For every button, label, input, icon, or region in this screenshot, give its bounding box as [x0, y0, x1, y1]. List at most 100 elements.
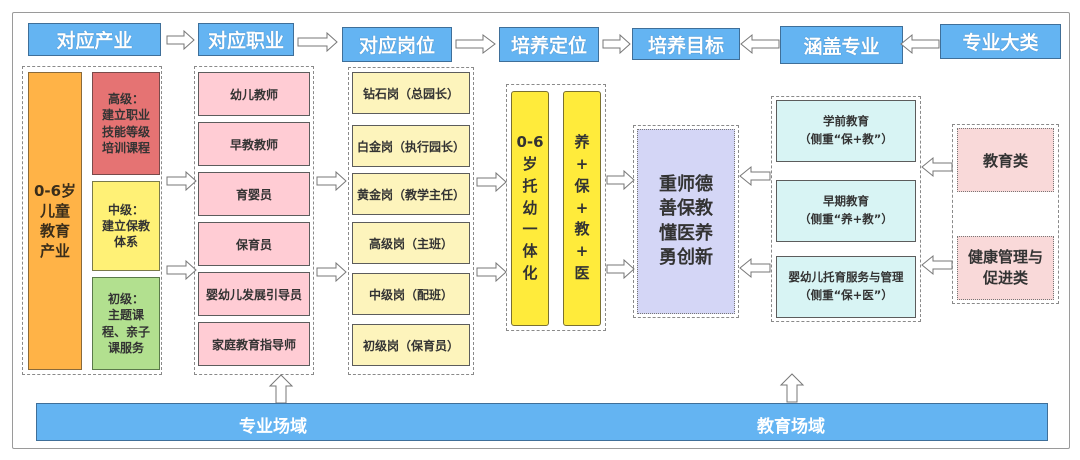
- arrow-left-icon: [739, 257, 771, 279]
- positioning-line: 一: [522, 220, 538, 239]
- industry-main-line: 儿童: [39, 201, 70, 220]
- category-line: 教育类: [982, 151, 1028, 170]
- level-line: 培训课程: [101, 140, 150, 155]
- positioning-line: 体: [522, 242, 538, 261]
- major-item: 婴幼儿托育服务与管理 （侧重“保+医”）: [776, 256, 916, 318]
- category-line: 促进类: [982, 269, 1028, 287]
- major-name: 早期教育: [823, 194, 869, 209]
- positioning-line: 保: [574, 176, 590, 195]
- arrow-up-icon: [779, 373, 805, 403]
- arrow-up-icon: [268, 374, 294, 404]
- header-industry: 对应产业: [28, 23, 161, 56]
- occupation-item: 保育员: [198, 222, 310, 266]
- position-item: 钻石岗（总园长）: [352, 72, 470, 114]
- category-line: 健康管理与: [967, 248, 1043, 266]
- field-education: 教育场域: [757, 417, 825, 437]
- header-category: 专业大类: [940, 24, 1061, 59]
- header-occupation: 对应职业: [198, 23, 294, 56]
- arrow-right-icon: [602, 33, 631, 55]
- occupation-item: 早教教师: [198, 122, 310, 166]
- industry-group: [22, 66, 162, 375]
- industry-main: 0-6岁 儿童 教育 产业: [28, 72, 82, 370]
- arrow-right-icon: [455, 34, 496, 54]
- arrow-right-icon: [316, 261, 347, 283]
- arrow-right-icon: [166, 29, 195, 51]
- position-item: 黄金岗（教学主任）: [352, 173, 470, 215]
- header-position: 对应岗位: [342, 27, 452, 62]
- goal-line: 重师德: [659, 173, 713, 195]
- positioning-line: 化: [522, 263, 538, 282]
- goal-group: [633, 125, 739, 318]
- arrow-right-icon: [297, 31, 338, 53]
- header-goal: 培养目标: [632, 28, 740, 60]
- positioning-line: 0-6: [516, 133, 544, 152]
- occupation-item: 幼儿教师: [198, 72, 310, 116]
- arrow-right-icon: [606, 169, 635, 191]
- goal-line: 善保教: [659, 198, 713, 220]
- arrow-right-icon: [476, 171, 507, 193]
- goal-line: 懂医养: [659, 222, 713, 244]
- level-line: 技能等级: [101, 124, 150, 139]
- level-line: 高级：: [107, 92, 144, 107]
- positioning-integration: 0-6 岁 托 幼 一 体 化: [511, 91, 549, 326]
- field-bar: 专业场域 教育场域: [36, 403, 1048, 441]
- arrow-right-icon: [316, 170, 347, 192]
- industry-main-line: 产业: [39, 242, 70, 261]
- arrow-left-icon: [740, 33, 780, 55]
- positioning-line: 托: [522, 176, 538, 195]
- header-positioning: 培养定位: [499, 27, 599, 62]
- goal-line: 勇创新: [659, 246, 713, 268]
- categories-group: [952, 124, 1059, 304]
- industry-level-junior: 初级： 主题课 程、亲子 课服务: [92, 277, 160, 370]
- majors-group: [771, 96, 921, 322]
- positioning-line: +: [575, 155, 589, 174]
- arrow-left-icon: [921, 254, 953, 276]
- category-education: 教育类: [957, 128, 1054, 192]
- major-item: 学前教育 （侧重“保+教”）: [776, 100, 916, 162]
- major-note: （侧重“养+教”）: [799, 212, 893, 226]
- position-item: 初级岗（保育员）: [352, 324, 470, 366]
- header-majors: 涵盖专业: [780, 26, 903, 64]
- occupation-item: 家庭教育指导师: [198, 322, 310, 366]
- industry-level-senior: 高级： 建立职业 技能等级 培训课程: [92, 72, 160, 175]
- industry-main-line: 0-6岁: [33, 181, 77, 200]
- major-note: （侧重“保+医”）: [799, 288, 893, 302]
- positioning-line: 医: [574, 263, 590, 282]
- major-name: 学前教育: [823, 114, 869, 129]
- category-health: 健康管理与 促进类: [957, 236, 1054, 300]
- arrow-left-icon: [739, 165, 771, 187]
- positioning-line: +: [575, 198, 589, 217]
- position-item: 中级岗（配班）: [352, 273, 470, 315]
- industry-main-line: 教育: [39, 222, 70, 240]
- arrow-left-icon: [921, 156, 953, 178]
- major-item: 早期教育 （侧重“养+教”）: [776, 180, 916, 242]
- level-line: 体系: [113, 235, 138, 250]
- field-professional: 专业场域: [239, 417, 307, 437]
- occupation-item: 育婴员: [198, 172, 310, 216]
- positioning-line: 岁: [522, 155, 538, 174]
- position-item: 高级岗（主班）: [352, 222, 470, 264]
- arrow-left-icon: [900, 33, 940, 55]
- major-name: 婴幼儿托育服务与管理: [788, 270, 904, 285]
- level-line: 建立保教: [101, 218, 150, 233]
- positioning-line: +: [575, 242, 589, 261]
- arrow-right-icon: [166, 259, 197, 281]
- level-line: 课服务: [107, 340, 144, 355]
- occupation-item: 婴幼儿发展引导员: [198, 272, 310, 316]
- level-line: 初级：: [107, 292, 144, 307]
- major-note: （侧重“保+教”）: [799, 132, 893, 146]
- positioning-line: 养: [574, 133, 590, 152]
- positioning-group: [506, 84, 606, 331]
- arrow-right-icon: [606, 258, 635, 280]
- industry-level-mid: 中级： 建立保教 体系: [92, 181, 160, 271]
- occupation-group: [194, 66, 314, 375]
- level-line: 程、亲子: [101, 324, 150, 339]
- position-group: [348, 67, 474, 375]
- goal-box: 重师德 善保教 懂医养 勇创新: [637, 129, 735, 314]
- arrow-right-icon: [166, 170, 197, 192]
- level-line: 中级：: [107, 202, 144, 217]
- level-line: 建立职业: [101, 108, 150, 123]
- positioning-line: 教: [574, 220, 590, 239]
- position-item: 白金岗（执行园长）: [352, 125, 470, 167]
- positioning-elements: 养 + 保 + 教 + 医: [563, 91, 601, 326]
